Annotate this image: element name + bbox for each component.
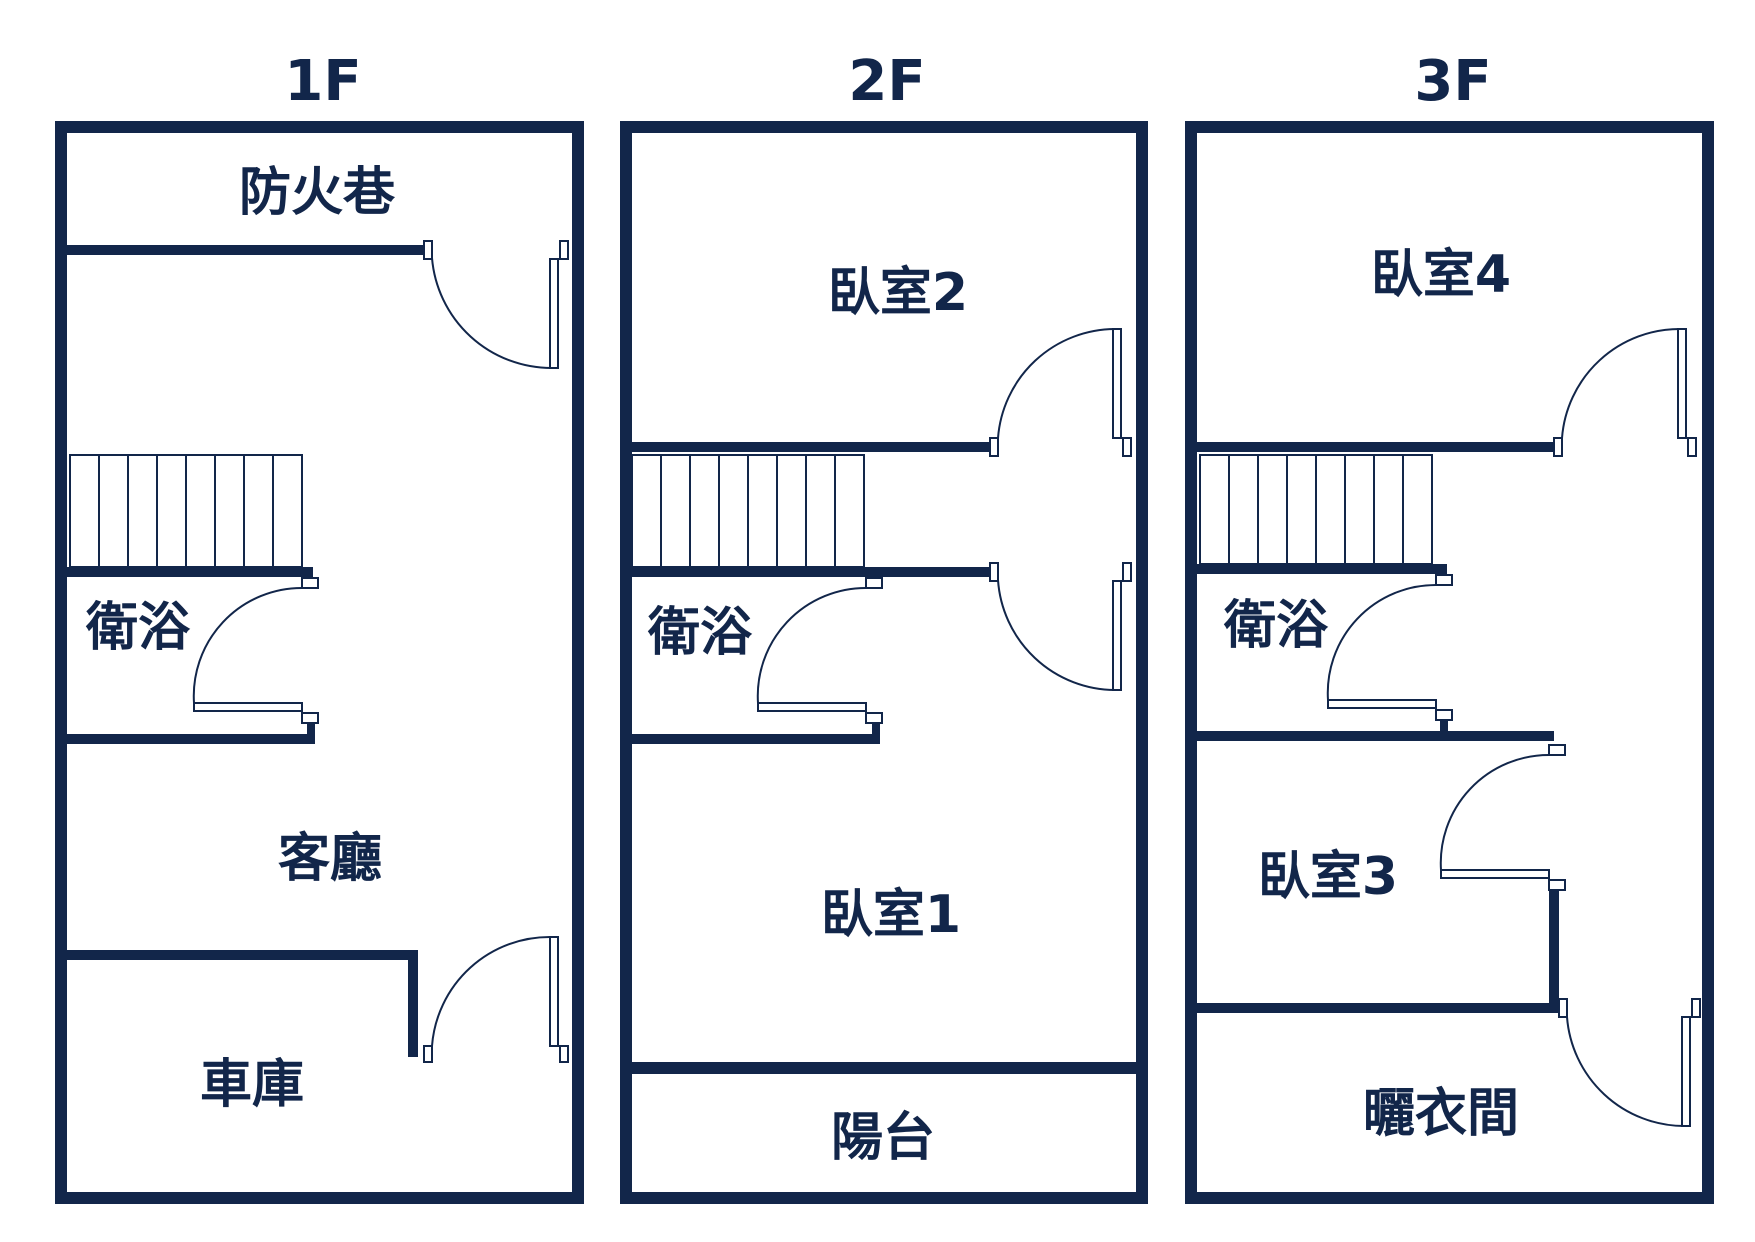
door-bath-2f: [756, 577, 883, 724]
floor-1f: 1F: [55, 49, 584, 1204]
staircase-2f: [631, 454, 865, 568]
floor-2f: 2F: [620, 49, 1148, 1204]
room-label-bath-3f: 衛浴: [1223, 596, 1329, 656]
room-label-garage: 車庫: [200, 1055, 304, 1115]
room-label-bedroom4: 臥室4: [1371, 245, 1511, 305]
floor-title-1f: 1F: [284, 49, 361, 114]
door-bedroom3-3f: [1439, 744, 1566, 891]
door-garage-1f: [423, 935, 569, 1063]
outer-wall-3f: [1185, 121, 1714, 1204]
door-bedroom1-2f: [989, 562, 1132, 691]
floor-title-3f: 3F: [1414, 49, 1491, 114]
door-drying-room-3f: [1558, 998, 1701, 1127]
door-bedroom2-2f: [989, 328, 1132, 457]
room-label-living-room: 客廳: [278, 829, 382, 889]
room-label-bedroom3: 臥室3: [1258, 847, 1398, 907]
room-label-balcony: 陽台: [831, 1108, 935, 1168]
staircase-1f: [69, 454, 303, 568]
door-fire-lane-1f: [423, 240, 569, 370]
room-label-bedroom2: 臥室2: [828, 263, 968, 323]
door-bedroom4-3f: [1553, 327, 1697, 457]
outer-wall-1f: [55, 121, 584, 1204]
room-label-bedroom1: 臥室1: [821, 885, 961, 945]
door-bath-3f: [1326, 574, 1453, 721]
room-label-bath-2f: 衛浴: [647, 603, 753, 663]
floor-title-2f: 2F: [848, 49, 925, 114]
floor-3f: 3F: [1185, 49, 1714, 1204]
room-label-fire-lane: 防火巷: [239, 163, 396, 223]
staircase-3f: [1199, 454, 1433, 565]
outer-wall-2f: [620, 121, 1148, 1204]
door-bath-1f: [192, 577, 319, 724]
room-label-bath-1f: 衛浴: [85, 598, 191, 658]
room-label-drying-room: 曬衣間: [1363, 1084, 1519, 1144]
